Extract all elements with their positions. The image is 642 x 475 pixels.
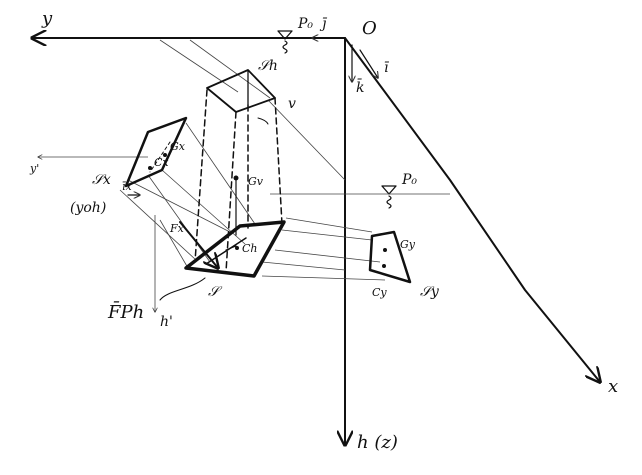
label-axis-y: y [41,8,53,29]
label-origin: O [362,18,377,39]
label-sx: 𝒮x [92,172,111,188]
label-ix-plane: (yoh) [70,200,106,216]
surface-sy [368,230,412,284]
projection-lines [119,39,450,281]
label-cx: Cx [154,156,169,169]
free-surface-symbol-top [277,30,293,54]
label-hprime: h' [160,314,173,330]
label-cy: Cy [372,286,387,299]
axis-x-line [344,37,600,382]
fx-arrow [179,221,218,268]
fph-leader [159,277,206,301]
label-axis-h: h (z) [357,432,398,453]
label-p0-top: P₀ [297,16,313,32]
free-surface-symbol-right [381,185,397,209]
label-fx: Fx [169,222,185,235]
label-axis-x: x [608,376,618,397]
surface-s [184,220,286,278]
label-s: 𝒮 [208,284,223,300]
label-gy: Gy [400,238,416,251]
prism-volume [194,69,283,273]
sx-inner-dash [149,141,171,173]
label-yprime: y' [29,162,39,175]
surface-sx [124,116,188,188]
label-p0-right: P₀ [401,172,417,188]
label-ix-vector: īx [122,180,133,193]
ch-point [235,246,239,250]
label-ch: Ch [242,242,258,255]
label-unit-j: j̄ [319,16,328,32]
label-fph: F̄Ph [107,300,144,323]
gy-point [383,248,387,252]
label-v: v [288,96,296,112]
gx-point [163,153,167,157]
fx-arrowhead-detail [225,245,237,251]
unit-i-vector [359,49,378,78]
label-unit-k: k̄ [356,78,364,96]
label-gx: Gx [170,140,186,153]
cx-point [148,166,152,170]
label-gv: Gv [248,175,264,188]
label-sy: 𝒮y [420,284,440,300]
cy-point [382,264,386,268]
label-sh: 𝒮h [258,58,278,74]
label-unit-i: ī [384,60,390,76]
